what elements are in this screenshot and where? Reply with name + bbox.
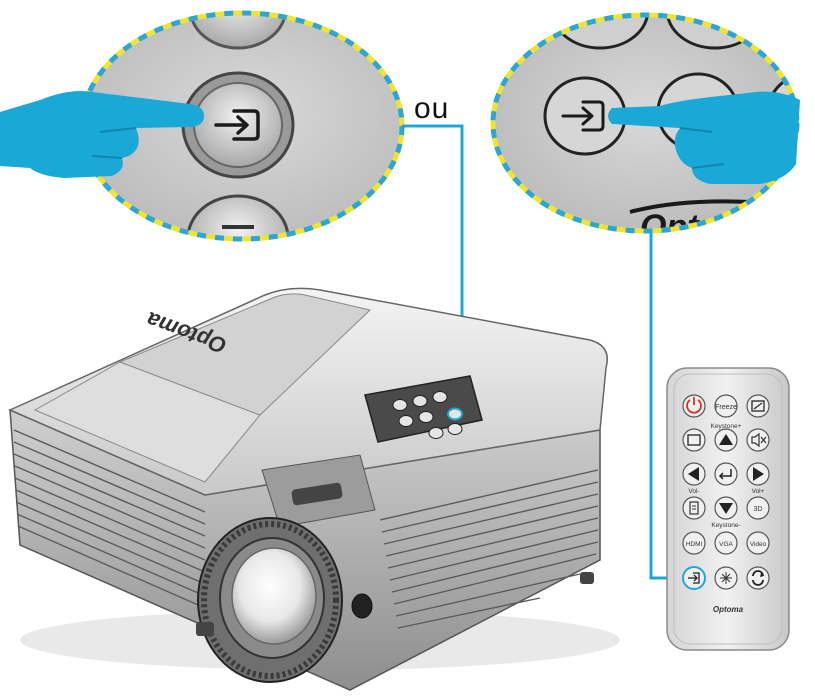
- control-panel: [364, 375, 483, 443]
- zoom-top-button: [188, 13, 288, 50]
- remote-control: Freeze Keystone+ Vol- Vol+ 3D Keystone-: [666, 367, 790, 651]
- source-input-icon: [688, 572, 700, 584]
- connector-label: ou: [414, 92, 450, 125]
- remote-vol-minus-label: Vol-: [688, 488, 699, 495]
- source-input-icon: [214, 109, 260, 141]
- enter-icon: [718, 469, 732, 480]
- remote-hdmi-button: HDMI: [686, 541, 703, 548]
- source-input-icon: [561, 100, 605, 132]
- panel-source-button: [447, 407, 463, 421]
- remote-keystone-plus-label: Keystone+: [711, 423, 742, 430]
- menu-icon: [689, 501, 699, 515]
- remote-brand-logo: Optoma: [713, 605, 744, 614]
- pointing-hand-icon: [0, 91, 204, 178]
- remote-vol-plus-label: Vol+: [752, 488, 765, 495]
- projector-body: Optoma: [8, 287, 620, 691]
- arrow-down-icon: [719, 503, 733, 514]
- vent-ribs: [13, 429, 599, 629]
- projector-lens: [197, 517, 343, 683]
- arrow-right-icon: [753, 467, 764, 481]
- remote-keystone-minus-label: Keystone-: [711, 522, 740, 529]
- remote-video-button: Video: [750, 541, 767, 548]
- arrow-left-icon: [688, 467, 699, 481]
- remote-vga-button: VGA: [719, 541, 733, 548]
- remote-3d-button: 3D: [754, 506, 763, 513]
- mute-icon: [751, 432, 767, 448]
- blank-screen-icon: [687, 434, 701, 446]
- aspect-ratio-icon: [751, 400, 765, 412]
- ir-sensor: [351, 593, 373, 619]
- arrow-up-icon: [719, 434, 733, 445]
- remote-freeze-button: Freeze: [715, 404, 737, 411]
- pointing-hand-icon: [608, 91, 800, 184]
- zoom-circle-projector-panel: [79, 10, 405, 242]
- resync-icon: [752, 570, 764, 586]
- brightness-icon: [720, 572, 732, 584]
